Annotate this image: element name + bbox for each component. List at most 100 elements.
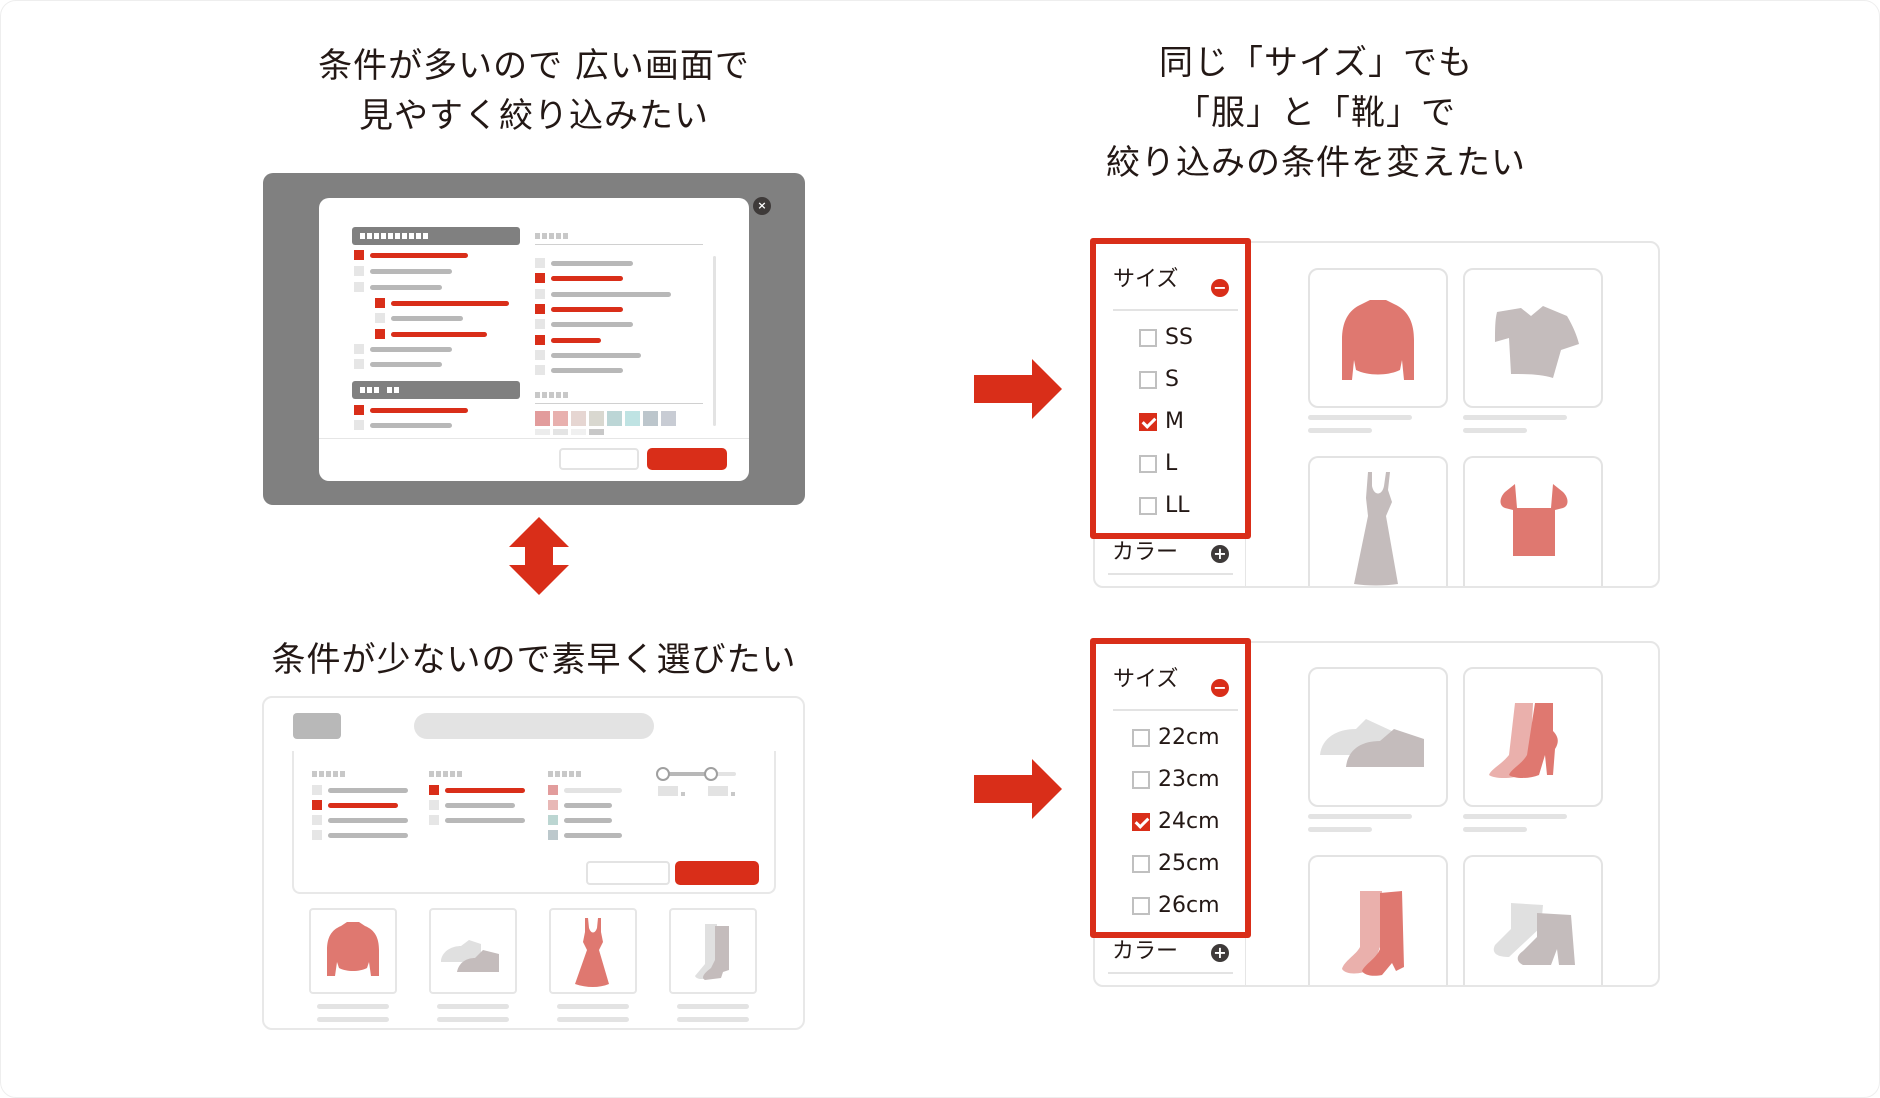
facet-title-color[interactable]: カラー (1112, 540, 1179, 565)
option-label: M (1165, 409, 1184, 434)
clear-button-mock[interactable] (586, 861, 670, 885)
option-row-mock (354, 359, 442, 369)
size-option-m[interactable]: M (1139, 410, 1184, 434)
facet-title-size[interactable]: サイズ (1113, 267, 1179, 292)
scrollbar[interactable] (713, 256, 716, 426)
product-card-long-boots[interactable] (1308, 855, 1448, 985)
product-card-short-boots[interactable] (1463, 855, 1603, 985)
section-label-mock (535, 233, 568, 239)
section-label-mock (429, 771, 462, 777)
inline-filter-panel-mock (292, 751, 776, 894)
option-label: 26cm (1158, 893, 1220, 918)
checkbox-checked[interactable] (1132, 813, 1150, 831)
max-price-field-mock[interactable] (708, 786, 728, 796)
checkbox[interactable] (1132, 897, 1150, 915)
facet-divider (1113, 709, 1238, 711)
size-option-s[interactable]: S (1139, 368, 1179, 392)
min-price-field-mock[interactable] (658, 786, 678, 796)
size-option-ll[interactable]: LL (1139, 494, 1190, 518)
color-swatch (553, 429, 568, 435)
slider-max-handle[interactable] (704, 767, 718, 781)
product-thumb-sweater[interactable] (309, 908, 397, 994)
option-label: 22cm (1158, 725, 1220, 750)
product-name-placeholder (437, 1004, 509, 1009)
section-label-mock (548, 771, 581, 777)
size-option-22cm[interactable]: 22cm (1132, 726, 1220, 750)
product-card-sneakers[interactable] (1308, 667, 1448, 807)
checkbox[interactable] (1139, 329, 1157, 347)
product-card-blouse[interactable] (1463, 456, 1603, 586)
product-card-dress[interactable] (1308, 456, 1448, 586)
close-icon[interactable]: × (753, 197, 771, 215)
product-thumb-dress[interactable] (549, 908, 637, 994)
search-bar-mock[interactable] (414, 713, 654, 739)
option-label: 23cm (1158, 767, 1220, 792)
expand-plus-icon[interactable]: + (1211, 545, 1229, 563)
caption-line: 見やすく絞り込みたい (359, 96, 709, 136)
product-price-placeholder (1308, 827, 1372, 832)
sneakers-icon (441, 940, 499, 972)
product-name-placeholder (1308, 814, 1412, 819)
option-row-mock (535, 258, 633, 268)
color-swatch (589, 429, 604, 435)
apply-button-mock[interactable] (675, 861, 759, 885)
color-swatch (625, 411, 640, 426)
facet-title-size[interactable]: サイズ (1113, 667, 1179, 692)
price-slider-track[interactable] (662, 772, 710, 776)
product-card-sweater[interactable] (1308, 268, 1448, 408)
group-header-mock (352, 381, 520, 399)
option-row-mock (429, 815, 525, 825)
checkbox[interactable] (1139, 371, 1157, 389)
option-row-mock (354, 405, 468, 415)
ankle-boots-icon (1489, 703, 1558, 778)
size-option-ss[interactable]: SS (1139, 326, 1193, 350)
checkbox-checked[interactable] (1139, 413, 1157, 431)
collapse-minus-icon[interactable]: − (1211, 279, 1229, 297)
facet-divider (1108, 573, 1233, 575)
size-option-23cm[interactable]: 23cm (1132, 768, 1220, 792)
sweater-icon (1342, 300, 1414, 380)
logo-placeholder (293, 713, 341, 739)
section-label-mock (312, 771, 345, 777)
size-option-25cm[interactable]: 25cm (1132, 852, 1220, 876)
collapse-minus-icon[interactable]: − (1211, 679, 1229, 697)
clear-button-mock[interactable] (559, 448, 639, 470)
option-row-mock (354, 250, 468, 260)
option-row-mock (354, 420, 452, 430)
sidebar-divider (1245, 538, 1246, 586)
option-row-mock (535, 350, 641, 360)
option-label: 24cm (1158, 809, 1220, 834)
size-option-26cm[interactable]: 26cm (1132, 894, 1220, 918)
product-name-placeholder (557, 1004, 629, 1009)
checkbox[interactable] (1132, 729, 1150, 747)
product-card-ankle-boots[interactable] (1463, 667, 1603, 807)
facet-divider (1108, 972, 1233, 974)
product-thumb-boots[interactable] (669, 908, 757, 994)
option-row-mock (354, 266, 452, 276)
facet-title-color[interactable]: カラー (1112, 939, 1179, 964)
section-label-mock (535, 392, 568, 398)
product-name-placeholder (677, 1004, 749, 1009)
apply-button-mock[interactable] (647, 448, 727, 470)
product-name-placeholder (1463, 814, 1567, 819)
product-thumb-sneakers[interactable] (429, 908, 517, 994)
checkbox[interactable] (1132, 855, 1150, 873)
checkbox[interactable] (1139, 497, 1157, 515)
size-option-l[interactable]: L (1139, 452, 1177, 476)
slider-min-handle[interactable] (656, 767, 670, 781)
option-row-mock (312, 815, 408, 825)
color-swatch (535, 429, 550, 435)
option-row-mock (354, 344, 452, 354)
caption-line: 「服」と「靴」で (1176, 93, 1456, 133)
facet-divider (1113, 309, 1238, 311)
checkbox[interactable] (1132, 771, 1150, 789)
caption-quick-select: 条件が少ないので素早く選びたい (234, 635, 834, 685)
expand-plus-icon[interactable]: + (1211, 944, 1229, 962)
option-row-mock (548, 785, 622, 795)
caption-wide-screen: 条件が多いので 広い画面で 見やすく絞り込みたい (234, 41, 834, 141)
divider (535, 403, 703, 404)
size-option-24cm[interactable]: 24cm (1132, 810, 1220, 834)
product-card-tshirt[interactable] (1463, 268, 1603, 408)
checkbox[interactable] (1139, 455, 1157, 473)
option-row-mock (548, 815, 612, 825)
